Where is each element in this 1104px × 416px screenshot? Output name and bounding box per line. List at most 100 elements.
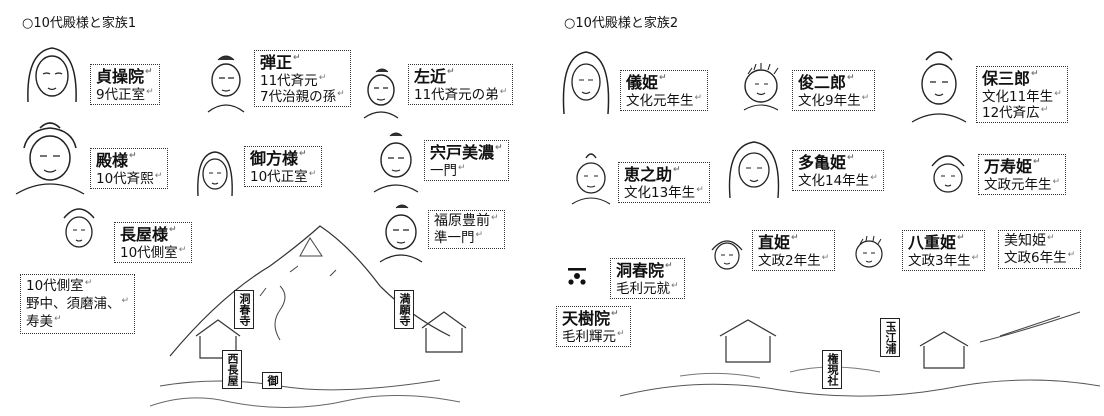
person-detail: 準一門↵ [434, 230, 484, 247]
person-box-tenjuin: 天樹院↵ 毛利輝元↵ [556, 306, 631, 347]
right-panel-title: ○10代殿様と家族2 [564, 16, 679, 31]
return-mark-icon: ↵ [665, 261, 673, 271]
face-okatasama-icon [197, 151, 233, 197]
person-box-naohime: 直姫↵ 文政2年生↵ [752, 230, 836, 271]
map-label-tamaeura: 玉江浦 [880, 318, 900, 357]
person-name: 宍戸美濃↵ [430, 143, 503, 162]
return-mark-icon: ↵ [146, 86, 154, 97]
return-mark-icon: ↵ [1054, 88, 1062, 99]
right-town-scene [620, 311, 1100, 397]
return-mark-icon: ↵ [1031, 69, 1039, 79]
map-label-gongensha: 権現社 [822, 350, 842, 389]
person-detail: 11代斉元の弟↵ [414, 86, 508, 103]
return-mark-icon: ↵ [1052, 176, 1061, 187]
person-detail: 文化11年生↵ [982, 88, 1062, 105]
return-mark-icon: ↵ [308, 168, 317, 179]
person-detail: 毛利元就↵ [616, 280, 679, 297]
person-name: 直姫↵ [758, 233, 799, 252]
face-naohime-icon [711, 240, 743, 270]
person-box-yaehime: 八重姫↵ 文政3年生↵ [902, 230, 986, 271]
return-mark-icon: ↵ [1067, 250, 1076, 261]
person-box-danjo: 弾正↵ 11代斉元↵ 7代治親の孫↵ [254, 50, 351, 108]
person-box-gihime: 儀姫↵ 文化元年生↵ [620, 70, 709, 111]
return-mark-icon: ↵ [145, 67, 153, 77]
person-box-sakon: 左近↵ 11代斉元の弟↵ [408, 64, 514, 105]
person-box-michihime: 美知姫↵ 文政6年生↵ [998, 230, 1082, 269]
person-box-masuhime: 万寿姫↵ 文政元年生↵ [978, 154, 1067, 195]
face-hosaburo-icon [911, 51, 967, 123]
return-mark-icon: ↵ [84, 278, 93, 288]
face-yaehime-icon [855, 235, 883, 268]
return-mark-icon: ↵ [491, 213, 499, 223]
person-name: 保三郎↵ [982, 69, 1039, 88]
person-name: 多亀姫↵ [798, 153, 855, 172]
note-line-2: 野中、須磨浦、↵ [26, 296, 130, 313]
person-name: 恵之助↵ [624, 165, 681, 184]
face-gihime-icon [562, 51, 610, 115]
return-mark-icon: ↵ [696, 184, 704, 195]
return-mark-icon: ↵ [659, 73, 667, 83]
person-detail: 文政2年生↵ [758, 252, 830, 269]
person-box-teisouin: 貞操院↵ 9代正室↵ [90, 64, 160, 105]
left-panel-title: ○10代殿様と家族1 [22, 16, 137, 31]
person-box-shishido: 宍戸美濃↵ 一門↵ [424, 140, 509, 181]
return-mark-icon: ↵ [447, 67, 455, 77]
face-danjo-icon [207, 55, 245, 113]
return-mark-icon: ↵ [971, 252, 980, 263]
left-castle-scene [150, 225, 467, 408]
person-detail: 文政3年生↵ [908, 252, 980, 269]
return-mark-icon: ↵ [293, 53, 301, 63]
person-detail: 文化14年生↵ [798, 172, 878, 189]
person-detail: 9代正室↵ [96, 86, 154, 103]
note-line-1: 10代側室↵ [26, 278, 93, 294]
return-mark-icon: ↵ [495, 143, 503, 153]
person-box-shunjiro: 俊二郎↵ 文化9年生↵ [792, 70, 876, 111]
person-detail: 毛利輝元↵ [562, 328, 625, 345]
person-name: 万寿姫↵ [984, 157, 1041, 176]
person-box-toshunin: 洞春院↵ 毛利元就↵ [610, 258, 685, 299]
concubines-note-box: 10代側室↵ 野中、須磨浦、↵ 寿美↵ [20, 274, 136, 334]
person-detail: 11代斉元↵ [260, 72, 327, 89]
return-mark-icon: ↵ [337, 88, 345, 99]
person-name: 洞春院↵ [616, 261, 673, 280]
person-box-nagayasama: 長屋様↵ 10代側室↵ [114, 222, 193, 263]
return-mark-icon: ↵ [870, 172, 878, 183]
return-mark-icon: ↵ [1047, 233, 1055, 243]
mori-crest-icon [568, 268, 586, 285]
person-detail: 10代斉熙↵ [96, 170, 163, 187]
return-mark-icon: ↵ [821, 252, 830, 263]
person-detail-2: 7代治親の孫↵ [260, 88, 345, 105]
person-detail: 文化元年生↵ [626, 92, 703, 109]
return-mark-icon: ↵ [861, 92, 870, 103]
face-sakon-icon [363, 68, 399, 119]
person-name: 長屋様↵ [120, 225, 177, 244]
face-fukuhara-icon [379, 204, 423, 263]
face-shishido-icon [373, 132, 419, 193]
person-detail: 文化13年生↵ [624, 184, 704, 201]
person-detail: 文政元年生↵ [984, 176, 1061, 193]
person-name: 貞操院↵ [96, 67, 153, 86]
map-label-mangaji: 満願寺 [394, 290, 414, 329]
person-name: 殿様↵ [96, 151, 137, 170]
return-mark-icon: ↵ [1033, 157, 1041, 167]
person-box-hosaburo: 保三郎↵ 文化11年生↵ 12代斉広↵ [976, 66, 1068, 124]
person-name: 美知姫↵ [1004, 233, 1055, 249]
person-detail: 文政6年生↵ [1004, 250, 1076, 267]
note-line-3: 寿美↵ [26, 314, 62, 331]
return-mark-icon: ↵ [129, 151, 137, 161]
person-name: 弾正↵ [260, 53, 301, 72]
return-mark-icon: ↵ [791, 233, 799, 243]
face-teisouin-icon [27, 47, 77, 103]
person-box-fukuhara: 福原豊前↵ 準一門↵ [428, 210, 505, 249]
person-name: 天樹院↵ [562, 309, 619, 328]
return-mark-icon: ↵ [957, 233, 965, 243]
person-name: 左近↵ [414, 67, 455, 86]
return-mark-icon: ↵ [847, 73, 855, 83]
return-mark-icon: ↵ [694, 92, 703, 103]
return-mark-icon: ↵ [318, 72, 327, 83]
face-takihime-icon [728, 141, 780, 199]
return-mark-icon: ↵ [499, 86, 508, 97]
return-mark-icon: ↵ [847, 153, 855, 163]
return-mark-icon: ↵ [1040, 104, 1049, 115]
face-nagayasama-icon [63, 208, 95, 248]
